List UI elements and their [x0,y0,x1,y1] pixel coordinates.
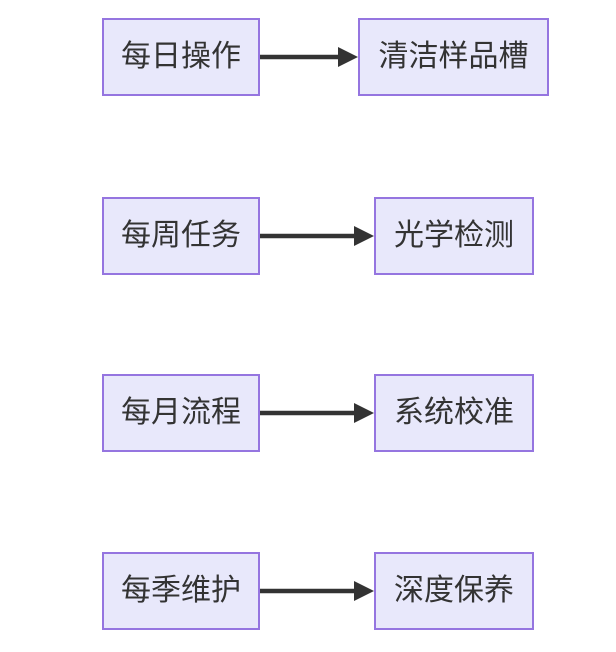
flow-node-label: 系统校准 [394,396,514,429]
flow-row: 每月流程 系统校准 [0,374,616,452]
flow-row: 每日操作 清洁样品槽 [0,18,616,96]
flow-node-source[interactable]: 每月流程 [102,374,260,452]
flow-node-target[interactable]: 深度保养 [374,552,534,630]
flow-node-target[interactable]: 光学检测 [374,197,534,275]
flow-node-label: 深度保养 [394,574,514,607]
flow-node-label: 每日操作 [121,40,241,73]
flow-edge-arrow [260,552,374,630]
flow-edge-arrow [260,374,374,452]
flow-node-target[interactable]: 清洁样品槽 [358,18,549,96]
flow-node-label: 每季维护 [121,574,241,607]
flow-row: 每季维护 深度保养 [0,552,616,630]
flow-node-label: 每月流程 [121,396,241,429]
flow-node-label: 光学检测 [394,219,514,252]
flow-edge-arrow [260,18,358,96]
flow-node-label: 清洁样品槽 [378,40,529,73]
flow-node-source[interactable]: 每周任务 [102,197,260,275]
flow-row: 每周任务 光学检测 [0,197,616,275]
flow-node-source[interactable]: 每日操作 [102,18,260,96]
flow-node-target[interactable]: 系统校准 [374,374,534,452]
flow-edge-arrow [260,197,374,275]
flow-node-source[interactable]: 每季维护 [102,552,260,630]
flow-node-label: 每周任务 [121,219,241,252]
